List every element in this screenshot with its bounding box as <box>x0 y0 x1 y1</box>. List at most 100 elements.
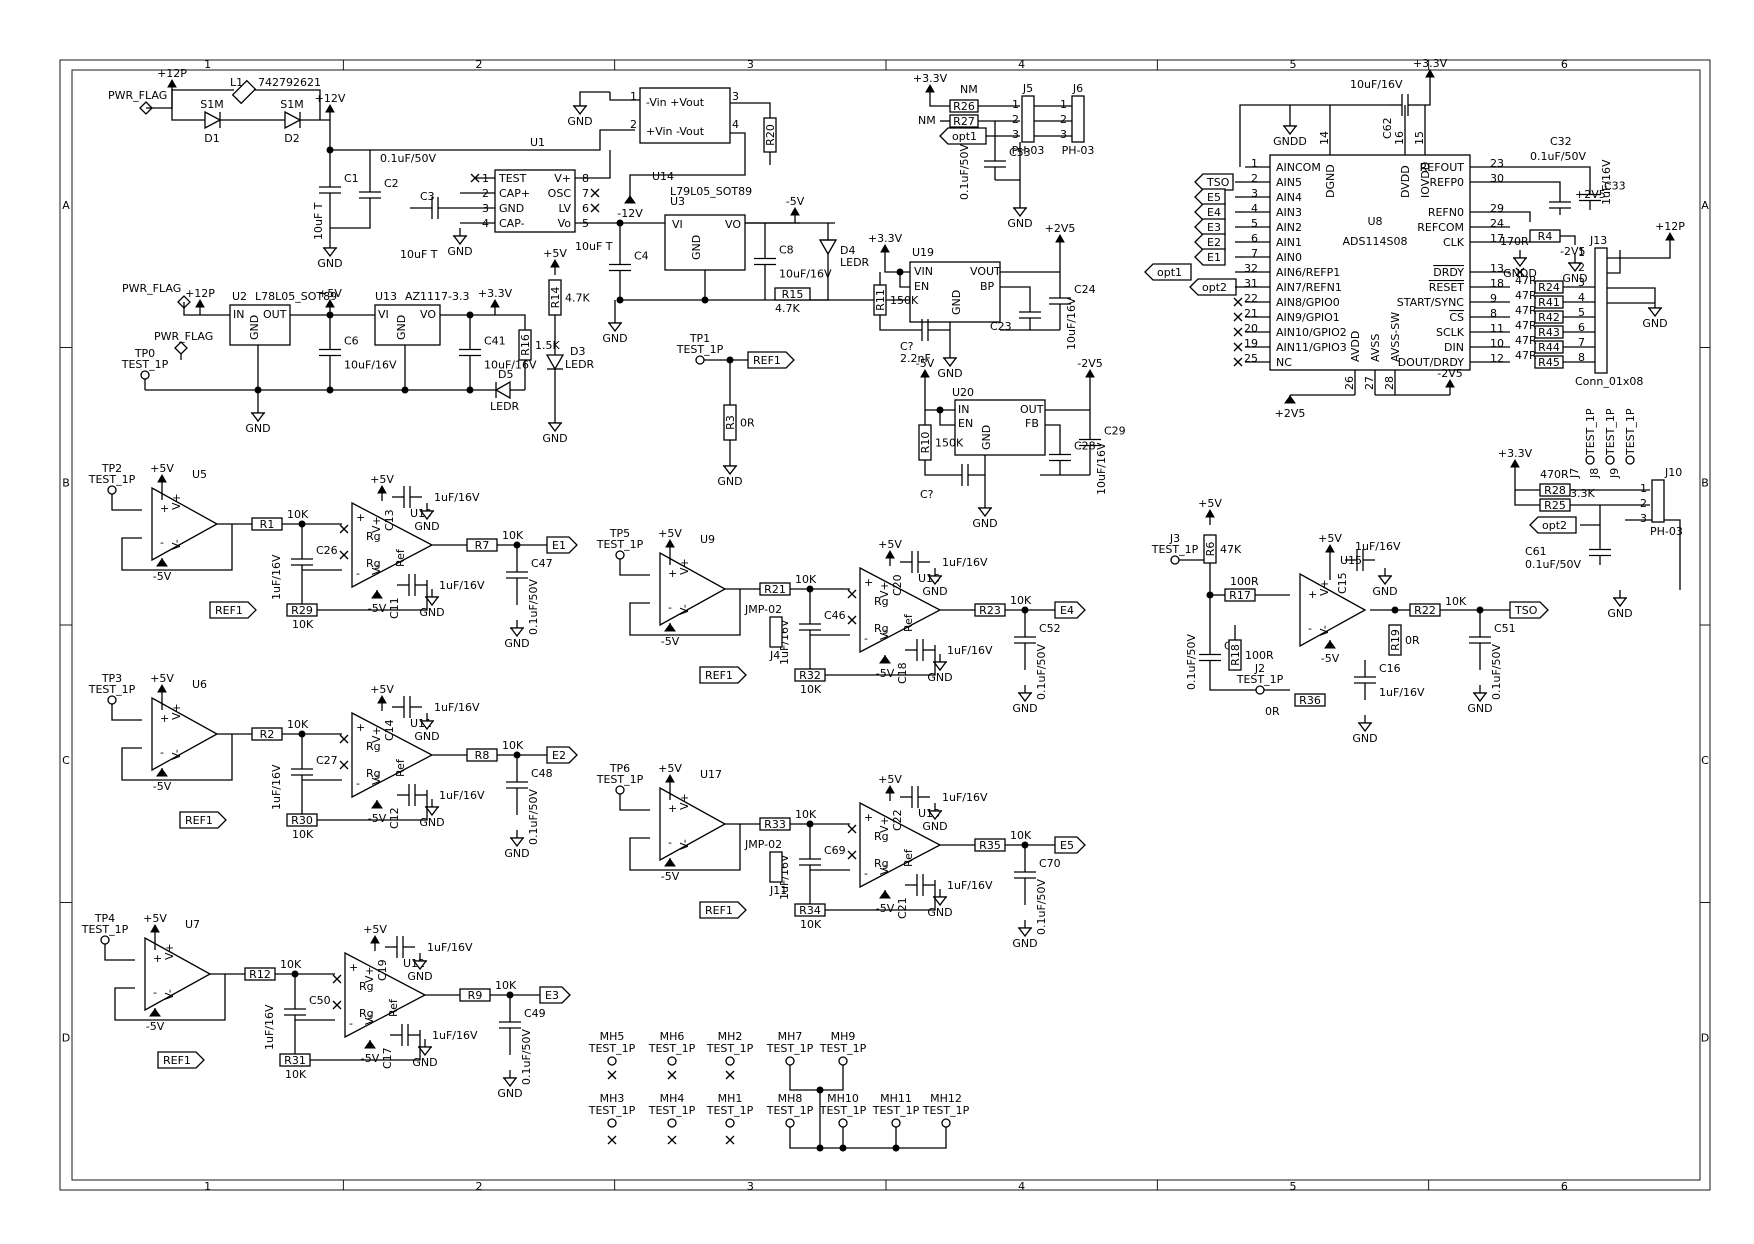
ground-symbol: GND <box>497 1070 523 1100</box>
capacitor-ref: C33 <box>1604 180 1626 193</box>
ground-label: GND <box>414 520 439 533</box>
label: C? <box>920 488 934 501</box>
test-point-ref: TP6 <box>609 762 630 775</box>
opamp-minus: - <box>668 601 672 614</box>
ground-label: GND <box>717 475 742 488</box>
junction-dot <box>616 296 624 304</box>
label: J7 <box>1568 468 1581 479</box>
label: 10K <box>800 683 822 696</box>
power-down-symbol: -5V <box>876 655 895 680</box>
inductor-l1 <box>231 79 257 105</box>
capacitor-value: 1uF/16V <box>434 701 480 714</box>
opamp-ref: U5 <box>192 468 207 481</box>
test-point-ref: TP4 <box>94 912 115 925</box>
net-label-text: opt1 <box>952 130 977 143</box>
resistor-ref: R45 <box>1538 356 1560 369</box>
label: L78L05_SOT89 <box>255 290 337 303</box>
label: OUT <box>1020 403 1044 416</box>
label: CAP+ <box>499 187 530 200</box>
label: 24 <box>1490 217 1504 230</box>
power-label: -5V <box>786 195 805 208</box>
test-point-value: TEST_1P <box>1236 673 1284 686</box>
capacitor-ref: C51 <box>1494 622 1516 635</box>
resistor: R26 <box>949 99 979 113</box>
label: J4 <box>769 649 780 662</box>
label: DOUT/DRDY <box>1398 356 1465 369</box>
label: 7 <box>1251 247 1258 260</box>
power-arrow <box>377 484 387 494</box>
opamp-plus: + <box>668 802 677 815</box>
label: MH1 <box>718 1092 743 1105</box>
wire <box>1510 211 1531 222</box>
label: MH5 <box>600 1030 625 1043</box>
no-connect-mark <box>332 974 342 984</box>
power-up-symbol: +5V <box>543 247 567 275</box>
power-down-symbol: -12V <box>617 195 643 220</box>
ground-arrow <box>927 810 943 821</box>
wire <box>317 580 428 611</box>
capacitor-value: 1uF/16V <box>942 791 988 804</box>
label: TEST_1P <box>648 1042 696 1055</box>
wire <box>1560 235 1576 245</box>
capacitor: C15 <box>1336 549 1375 594</box>
label: -Vin +Vout <box>646 96 705 109</box>
label: 0.1uF/50V <box>527 579 540 635</box>
ina-rg: Rg <box>366 767 381 780</box>
junction-dot <box>401 386 409 394</box>
ground-label: GND <box>504 637 529 650</box>
opamp-ref: U9 <box>700 533 715 546</box>
label: TEST_1P <box>706 1104 754 1117</box>
label: 10K <box>795 808 817 821</box>
net-label-shape <box>546 536 578 554</box>
label: TEST_1P <box>588 1042 636 1055</box>
label: J9 <box>1608 468 1621 479</box>
power-up-symbol: +3.3V <box>478 287 513 315</box>
label: MH4 <box>660 1092 685 1105</box>
label: 23 <box>1490 157 1504 170</box>
label: 10K <box>495 979 517 992</box>
label: AVSS-SW <box>1389 312 1402 362</box>
opamp-ref: U6 <box>192 678 207 691</box>
label: 0.1uF/50V <box>1035 644 1048 700</box>
label: 3 <box>1578 276 1585 289</box>
test-point-value: TEST_1P <box>596 538 644 551</box>
label: 9 <box>1490 292 1497 305</box>
net-label-shape <box>1054 601 1086 619</box>
ground-label: GND <box>245 422 270 435</box>
ground-arrow <box>452 235 468 246</box>
label: OSC <box>548 187 572 200</box>
junction-dot <box>616 219 624 227</box>
label: EN <box>958 417 973 430</box>
resistor-ref: R32 <box>799 669 821 682</box>
ground-symbol: GND <box>1607 590 1633 620</box>
no-connect-stroke <box>339 550 349 560</box>
power-label: +5V <box>143 912 167 925</box>
net-label-shape <box>179 811 227 829</box>
label: J10 <box>1664 466 1682 479</box>
ground-symbol: GND <box>927 889 953 919</box>
resistor: R20 <box>763 117 777 153</box>
channel-e5: TP6TEST_1P+-V+V-U17+5V-5VR3310K+-RgRgV+V… <box>596 762 1086 950</box>
power-label: +5V <box>543 247 567 260</box>
wire <box>1239 104 1390 167</box>
net-label-shape <box>1194 233 1226 251</box>
power-down-symbol: -5V <box>153 768 172 793</box>
opamp-vplus: V+ <box>678 793 691 810</box>
ground-label: GND <box>1352 732 1377 745</box>
ground-symbol: GND <box>245 405 271 435</box>
label: 10K <box>292 618 314 631</box>
no-connect-stroke <box>339 734 349 744</box>
label: TEST_1P <box>1624 408 1637 456</box>
opamp-minus: - <box>153 986 157 999</box>
ground-symbol: GND <box>504 620 530 650</box>
power-arrow <box>371 800 383 809</box>
resistor-ref: R26 <box>953 100 975 113</box>
power-label: +2V5 <box>1045 222 1076 235</box>
ground-arrow <box>424 596 440 607</box>
label: D3 <box>570 345 585 358</box>
label: D4 <box>840 244 855 257</box>
wire <box>1514 475 1540 506</box>
